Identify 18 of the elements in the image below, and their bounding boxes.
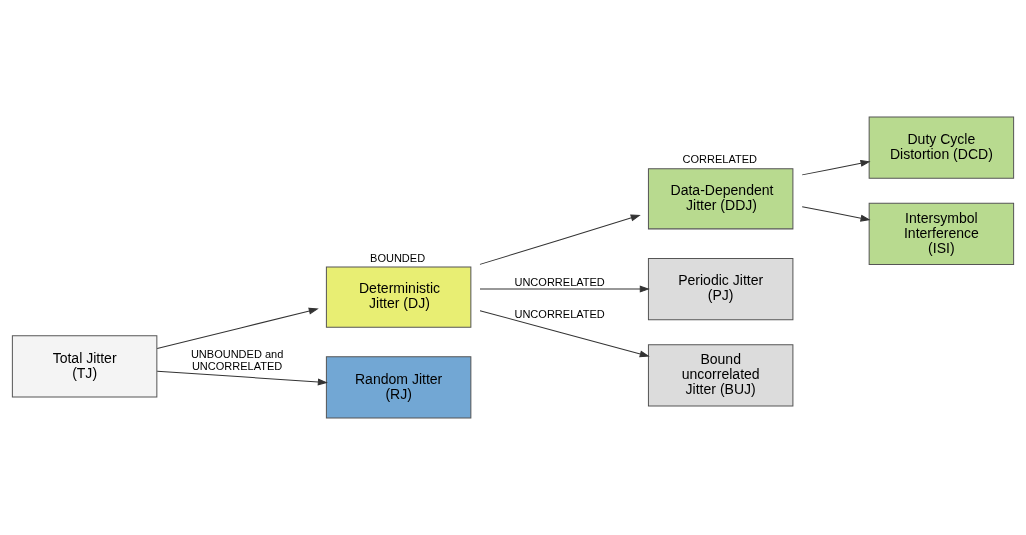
- node-box: Bound uncorrelated Jitter (BUJ): [647, 344, 794, 407]
- node-box: Random Jitter (RJ): [325, 356, 472, 419]
- node-box: Periodic Jitter (PJ): [647, 257, 794, 321]
- node-box: Duty Cycle Distortion (DCD): [868, 116, 1015, 179]
- arrow: [156, 307, 318, 350]
- node-label: BOUNDED: [370, 251, 426, 264]
- node-box: Intersymbol Interference (ISI): [868, 202, 1015, 265]
- arrow: [801, 159, 870, 176]
- node-label: CORRELATED: [682, 153, 758, 166]
- arrow: [479, 285, 649, 293]
- edge-label: UNCORRELATED: [514, 275, 605, 288]
- edge-label: UNCORRELATED: [514, 307, 605, 320]
- arrow: [156, 370, 327, 386]
- edge-label: UNBOUNDED and UNCORRELATED: [190, 348, 284, 373]
- arrow: [479, 310, 649, 358]
- arrow: [479, 214, 640, 265]
- node-box: Total Jitter (TJ): [11, 335, 158, 398]
- arrow: [801, 206, 870, 222]
